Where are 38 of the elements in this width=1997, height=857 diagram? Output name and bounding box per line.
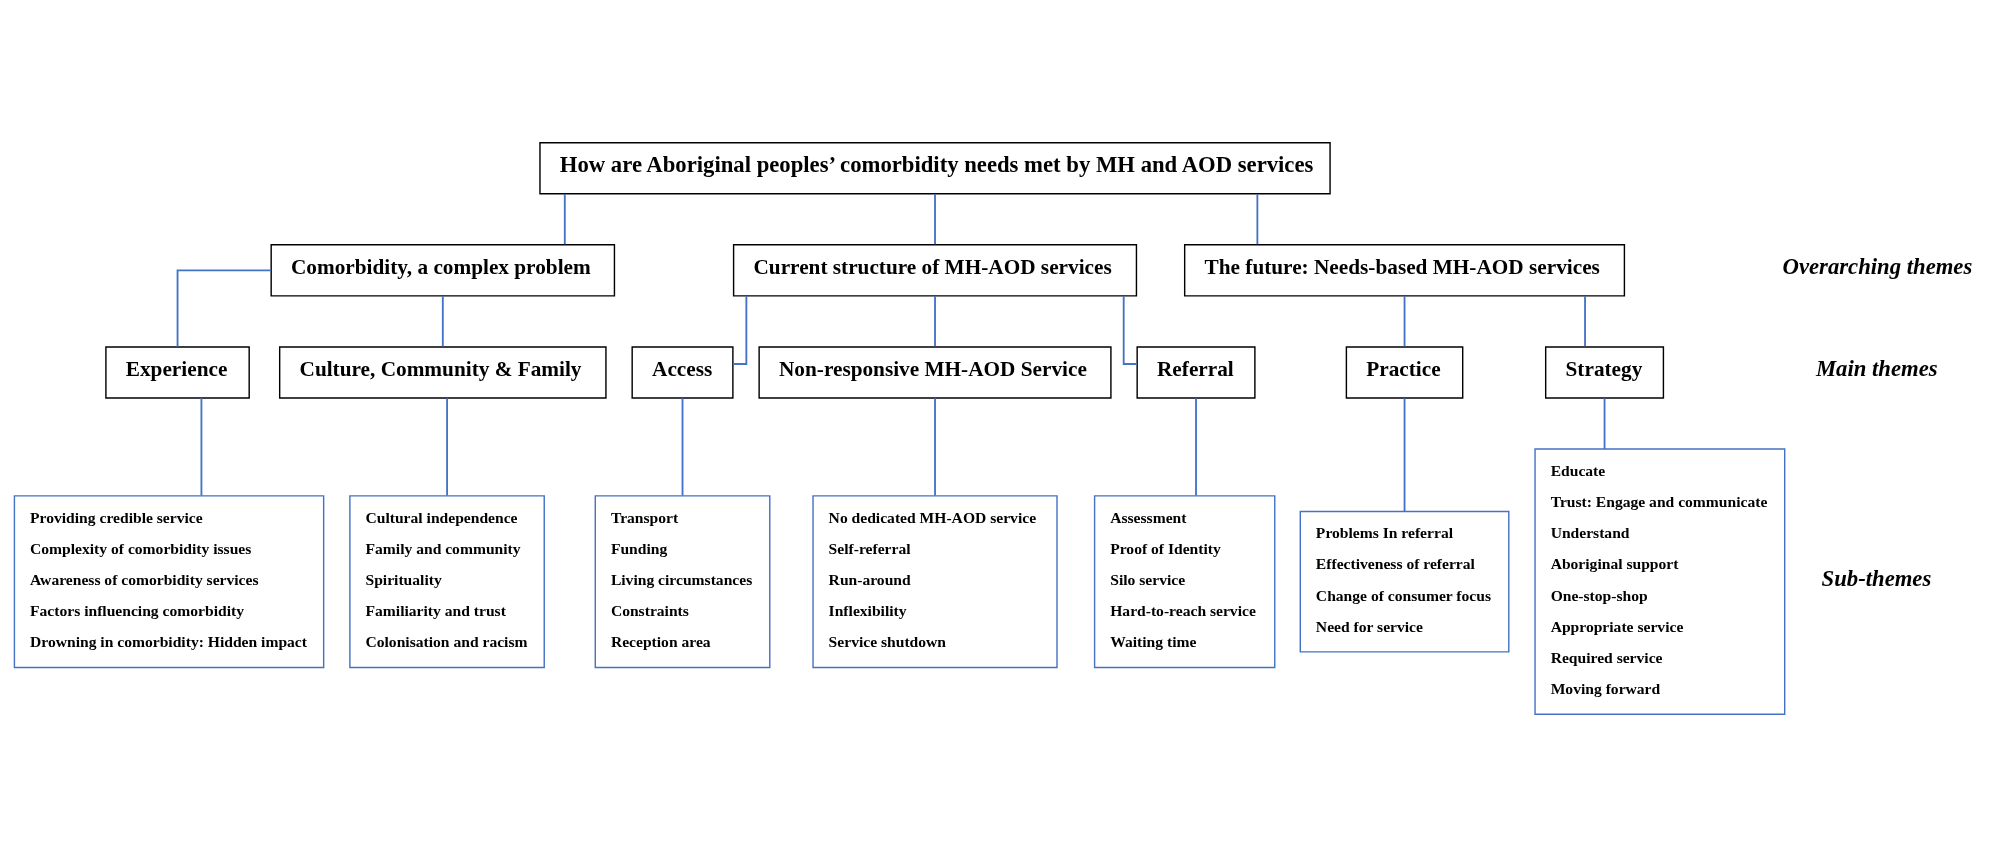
label: Sub-themes (1821, 565, 1932, 591)
node-box: Access (631, 346, 734, 399)
connector (732, 295, 748, 365)
connector (446, 397, 448, 497)
connector (1603, 397, 1606, 450)
node-box: Practice (1345, 346, 1464, 399)
connector (934, 193, 936, 246)
connector (200, 397, 203, 497)
connector (1403, 295, 1406, 348)
node-box: Educate Trust: Engage and communicate Understand Aboriginal support One-stop-shop Appropriate service Required service Moving forward (1534, 448, 1786, 716)
connector (176, 269, 272, 348)
node-box: Assessment Proof of Identity Silo service Hard-to-reach service Waiting time (1093, 495, 1276, 669)
connector (1584, 295, 1586, 348)
node-box: The future: Needs-based MH-AOD services (1183, 244, 1626, 297)
node-box: Cultural independence Family and community Spirituality Familiarity and trust Colonisation and racism (349, 495, 545, 669)
node-box: Comorbidity, a complex problem (270, 244, 616, 297)
label: Main themes (1815, 356, 1938, 382)
label: Overarching themes (1782, 254, 1973, 280)
node-box: Referral (1136, 346, 1256, 399)
connector (1122, 295, 1138, 365)
node-box: Strategy (1544, 346, 1665, 399)
node-box: Culture, Community & Family (278, 346, 607, 399)
node-box: Experience (105, 346, 250, 399)
connector (441, 295, 444, 348)
node-box: No dedicated MH-AOD service Self-referral Run-around Inflexibility Service shutdown (812, 495, 1058, 669)
node-box: Providing credible service Complexity of comorbidity issues Awareness of comorbidity services Factors influencing comorbidity Drowning in comorbidity: Hidden impact (13, 495, 325, 669)
connector (681, 397, 684, 497)
connector (563, 193, 566, 246)
node-box: Problems In referral Effectiveness of referral Change of consumer focus Need for service (1299, 510, 1510, 653)
connector (1403, 397, 1406, 513)
node-box: Current structure of MH-AOD services (732, 244, 1138, 297)
connector (1256, 193, 1259, 246)
connector (1195, 397, 1197, 497)
connector (934, 295, 936, 348)
connector (934, 397, 936, 497)
node-box: Transport Funding Living circumstances Constraints Reception area (594, 495, 771, 669)
node-box: Non-responsive MH-AOD Service (758, 346, 1112, 399)
node-box: How are Aboriginal peoples’ comorbidity needs met by MH and AOD services (539, 141, 1331, 195)
